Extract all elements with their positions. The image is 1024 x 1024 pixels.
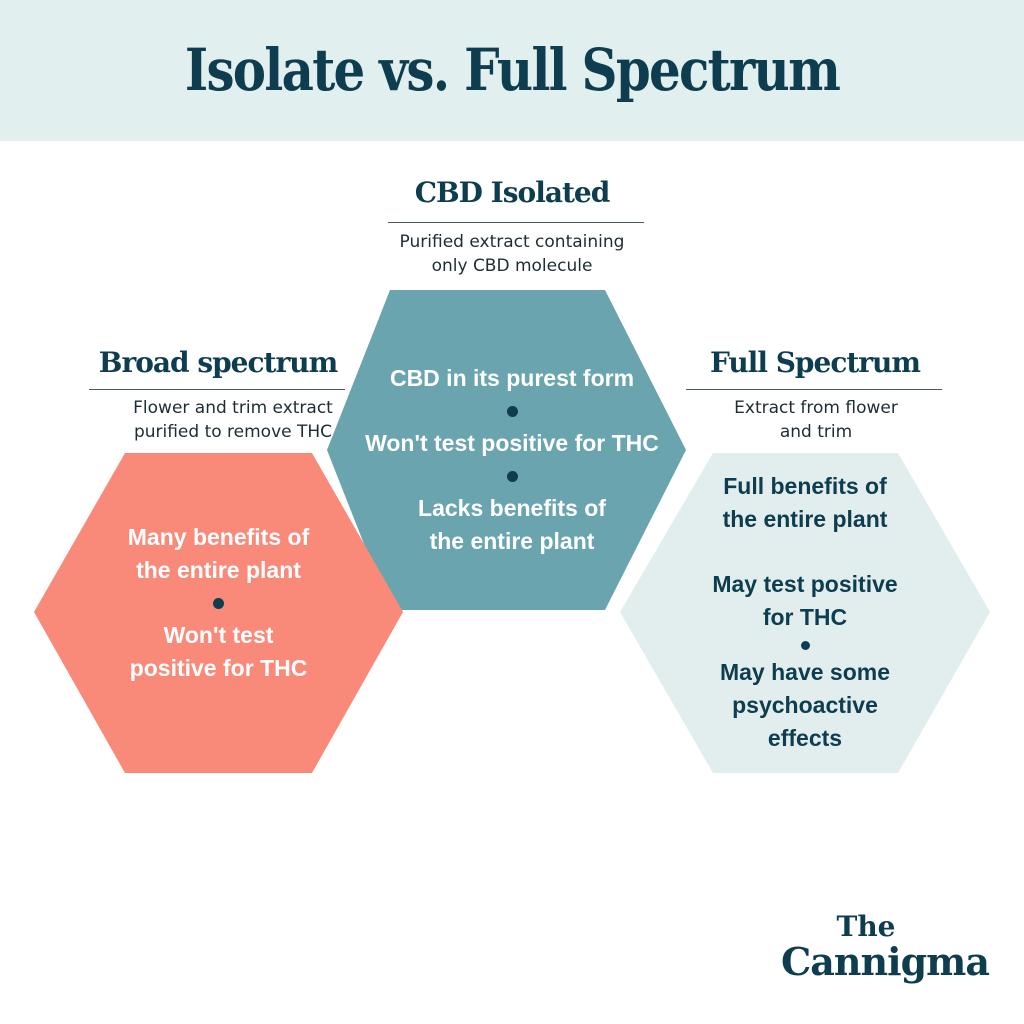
full-item: May test positive (712, 571, 898, 597)
broad-description-line: Flower and trim extract (133, 398, 333, 418)
logo-line-the: The (836, 910, 896, 943)
isolate-description: Purified extract containing only CBD mol… (330, 230, 694, 278)
broad-item: Won't test (163, 622, 274, 648)
full-description-line: and trim (779, 422, 853, 442)
full-hex-content: Full benefits of the entire plant May te… (620, 470, 990, 755)
isolate-item: Won't test positive for THC (365, 430, 659, 456)
bullet-dot (506, 406, 518, 417)
full-item: the entire plant (722, 506, 888, 532)
isolate-hex-content: CBD in its purest form Won't test positi… (327, 362, 697, 558)
isolate-item: Lacks benefits of (418, 495, 606, 521)
bullet-dot (506, 471, 518, 482)
logo-line-cannigma: Cannigma (781, 939, 990, 984)
item-spacer (620, 536, 990, 568)
broad-divider (89, 389, 345, 390)
cannigma-logo: The Cannigma (780, 912, 990, 982)
full-title: Full Spectrum (709, 346, 921, 379)
broad-description-line: purified to remove THC (133, 422, 333, 442)
full-item: May have some (719, 659, 891, 685)
full-item: for THC (762, 604, 848, 630)
broad-hex-content: Many benefits of the entire plant Won't … (34, 521, 403, 685)
full-item: effects (767, 725, 843, 751)
isolate-item: CBD in its purest form (389, 365, 635, 391)
isolate-divider (388, 222, 644, 223)
broad-item: Many benefits of (127, 524, 310, 550)
broad-item: the entire plant (136, 557, 301, 583)
bullet-dot (213, 598, 224, 609)
bullet-dot (800, 641, 810, 650)
isolate-description-line: Purified extract containing (399, 232, 625, 252)
page-title: Isolate vs. Full Spectrum (184, 36, 841, 104)
full-item: psychoactive (732, 692, 878, 718)
broad-item: positive for THC (129, 655, 308, 681)
full-description: Extract from flower and trim (630, 396, 1002, 444)
broad-title: Broad spectrum (98, 346, 338, 379)
isolate-description-line: only CBD molecule (431, 256, 593, 276)
isolate-item: the entire plant (429, 528, 595, 554)
full-divider (686, 389, 942, 390)
broad-spectrum-hexagon (34, 453, 403, 773)
broad-description: Flower and trim extract purified to remo… (40, 396, 426, 444)
full-spectrum-hexagon (620, 453, 990, 773)
isolate-hexagon (327, 290, 686, 610)
isolate-title: CBD Isolated (414, 176, 611, 209)
header-banner (0, 0, 1024, 141)
full-item: Full benefits of (723, 473, 887, 499)
full-description-line: Extract from flower (734, 398, 898, 418)
